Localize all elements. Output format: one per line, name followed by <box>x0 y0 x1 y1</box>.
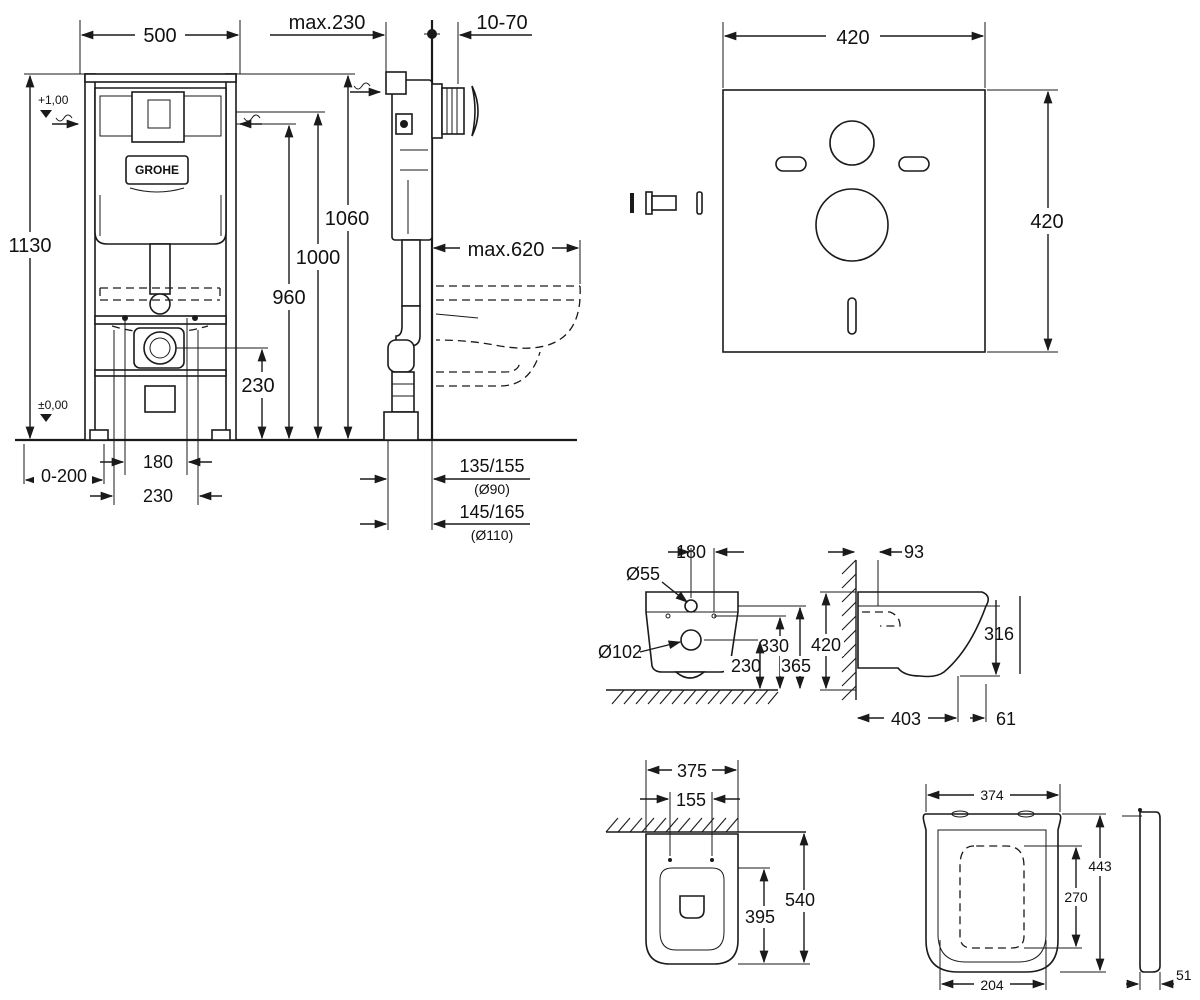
bolt-right <box>192 315 198 321</box>
dim-374-label: 374 <box>980 787 1004 803</box>
sound-insulation-plate: 420 420 <box>630 22 1076 353</box>
dim-61-label: 61 <box>996 709 1016 729</box>
fixing-bolt-head <box>645 191 653 215</box>
dim-plate-height-label: 420 <box>1030 211 1063 233</box>
dim-height-1130-label: 1130 <box>8 235 51 257</box>
plate-hole-outlet <box>815 188 889 262</box>
frame-right-post <box>225 73 237 441</box>
actuator-ribbed <box>441 87 465 135</box>
dim-330-label: 330 <box>759 636 789 656</box>
dim-max-230-label: max.230 <box>289 12 366 34</box>
level-marker-zero <box>40 414 52 422</box>
dim-height-960-label: 960 <box>272 287 305 309</box>
plate-slot-right <box>898 156 930 172</box>
wc-bowl-profile: 93 420 316 403 61 <box>806 542 1021 730</box>
dim-316-label: 316 <box>984 624 1014 644</box>
dim-range-0-200-label: 0-200 <box>41 466 87 486</box>
brand-label: GROHE <box>135 163 179 177</box>
hinge-left <box>951 810 969 818</box>
bowl-outline-side-dashed <box>435 285 581 349</box>
dim-395-label: 395 <box>745 907 775 927</box>
fixing-washer <box>630 193 634 213</box>
flush-pipe <box>149 243 171 295</box>
plate-slot-bottom <box>847 297 857 335</box>
level-top-label: +1,00 <box>38 93 69 107</box>
dim-420-height-label: 420 <box>811 635 841 655</box>
actuator-frame <box>147 99 171 129</box>
frame-middle-rail <box>94 315 227 325</box>
fixing-bolt-body <box>651 195 677 211</box>
bowl-rear-outlet <box>680 629 702 651</box>
dim-height-1060-label: 1060 <box>325 208 370 230</box>
dim-d55-leader <box>661 581 688 603</box>
dim-230-outlet-label: 230 <box>731 656 761 676</box>
dim-443-label: 443 <box>1088 858 1112 874</box>
dim-365-label: 365 <box>781 656 811 676</box>
flush-connector <box>149 293 171 315</box>
wc-seat-top-view: 374 443 270 204 51 <box>922 784 1192 994</box>
dim-180-label: 180 <box>676 542 706 562</box>
dim-135-155-label: 135/155 <box>459 456 524 476</box>
hinge-right <box>1017 810 1035 818</box>
installation-frame-front: GROHE +1,00 ±0,00 <box>4 20 577 506</box>
dim-o110-label: (Ø110) <box>471 527 514 543</box>
dim-375-label: 375 <box>677 761 707 781</box>
level-zero-label: ±0,00 <box>38 398 68 412</box>
dim-max-620-label: max.620 <box>468 239 545 261</box>
dim-540-label: 540 <box>785 890 815 910</box>
dim-51-label: 51 <box>1176 967 1192 983</box>
seat-opening-dashed <box>959 845 1025 949</box>
dim-93-label: 93 <box>904 542 924 562</box>
level-marker-top <box>40 110 52 118</box>
dim-height-1000-label: 1000 <box>296 247 341 269</box>
bowl-rear-inlet <box>684 599 698 613</box>
dim-height-230-label: 230 <box>241 375 274 397</box>
frame-lower-rail <box>94 369 227 377</box>
dim-d55-label: Ø55 <box>626 564 660 584</box>
plate-slot-left <box>775 156 807 172</box>
fixing-plate <box>696 191 703 215</box>
installation-frame-side: max.230 10-70 max.620 135/155 (Ø90) 145/… <box>270 12 581 543</box>
seat-outline <box>922 813 1062 973</box>
dim-plate-width-label: 420 <box>836 27 869 49</box>
dim-width-180-label: 180 <box>143 452 173 472</box>
dim-d102-leader <box>639 640 682 653</box>
outlet-pipe <box>143 331 177 365</box>
bowl-top-basin <box>679 895 705 919</box>
water-inlet-left <box>52 114 80 129</box>
bowl-profile-body <box>857 591 990 678</box>
wave-mark <box>129 187 185 193</box>
dim-204-label: 204 <box>980 977 1004 993</box>
dim-width-500-label: 500 <box>143 25 176 47</box>
dim-270-label: 270 <box>1064 889 1088 905</box>
wc-bowl-rear-view: Ø55 180 Ø102 330 230 365 <box>598 542 816 705</box>
dim-155-label: 155 <box>676 790 706 810</box>
actuator-button-side <box>471 85 479 137</box>
dim-403-label: 403 <box>891 709 921 729</box>
seat-side-profile <box>1139 811 1161 973</box>
bowl-outline-dashed <box>99 287 221 301</box>
frame-top-rail <box>84 73 237 83</box>
outlet-bend-side <box>387 339 415 373</box>
water-inlet-right <box>238 114 262 129</box>
dim-width-230-label: 230 <box>143 486 173 506</box>
frame-right-foot <box>211 429 231 441</box>
frame-left-foot <box>89 429 109 441</box>
outlet-sleeve <box>144 385 176 413</box>
bowl-top-rim <box>659 867 725 951</box>
frame-left-post <box>84 73 96 441</box>
cistern-side <box>391 79 433 241</box>
dim-d102-label: Ø102 <box>598 642 642 662</box>
plate-hole-flush <box>829 120 875 166</box>
dim-wall-10-70-label: 10-70 <box>476 12 527 34</box>
dim-o90-label: (Ø90) <box>474 481 510 497</box>
brand-badge <box>125 155 189 185</box>
wc-bowl-top-view: 375 155 395 540 <box>605 760 822 965</box>
dim-145-165-label: 145/165 <box>459 502 524 522</box>
